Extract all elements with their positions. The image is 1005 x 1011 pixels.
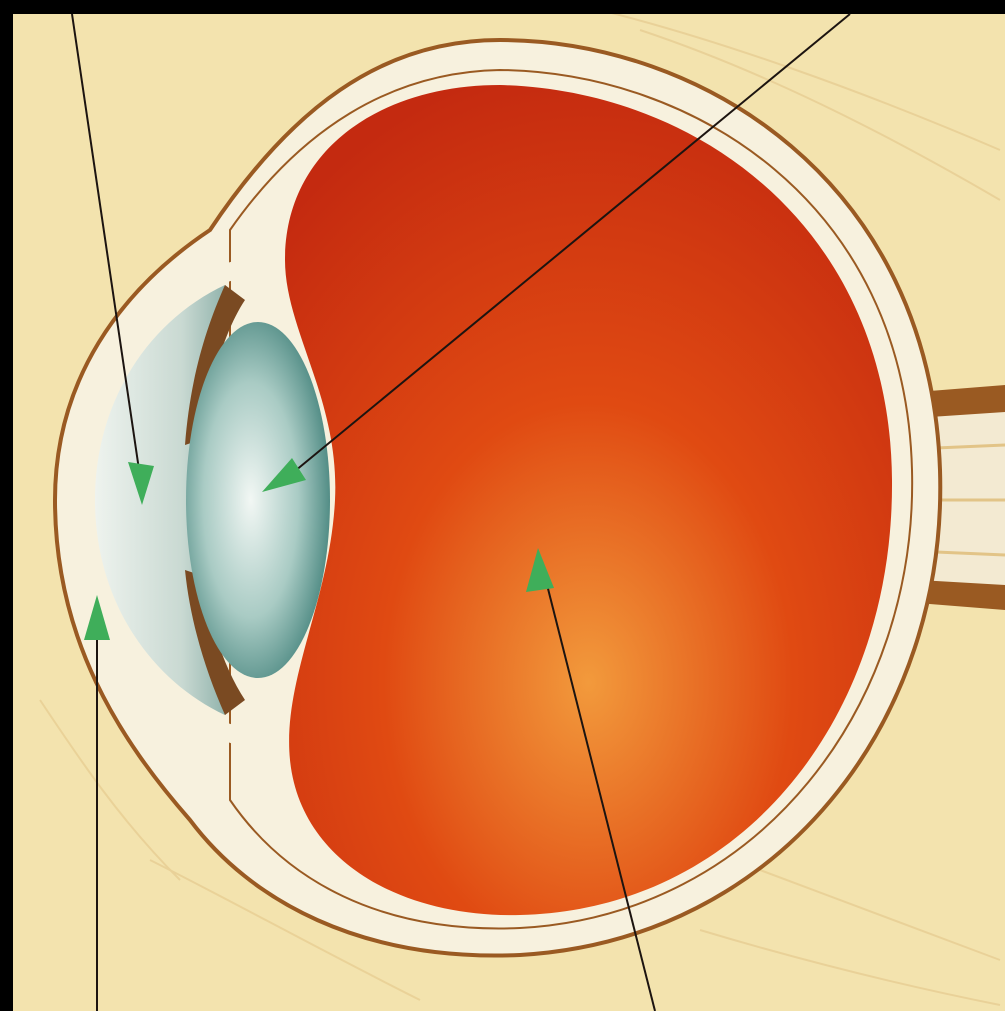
frame-left-bar (0, 0, 13, 1011)
lens (186, 322, 330, 678)
frame-top-bar (0, 0, 1005, 14)
